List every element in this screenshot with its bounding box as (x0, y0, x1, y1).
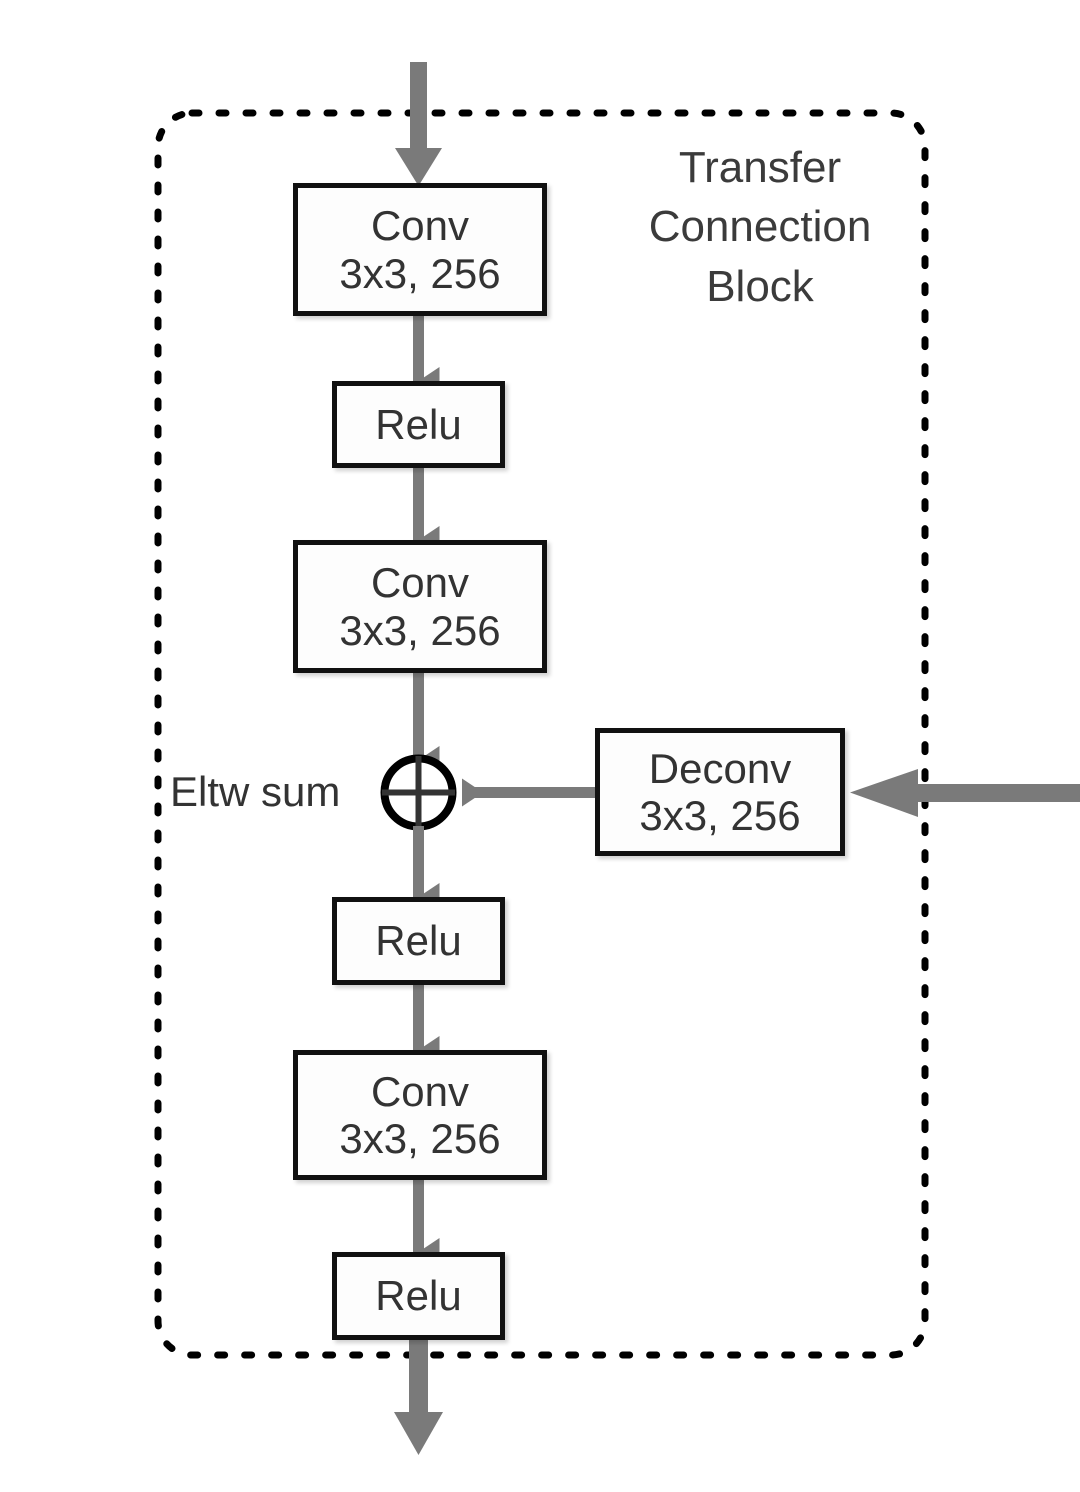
node-relu-2-line-1: Relu (375, 917, 462, 965)
block-title: Transfer Connection Block (600, 138, 920, 316)
node-relu-3[interactable]: Relu (332, 1252, 505, 1340)
node-conv-2-line-2: 3x3, 256 (339, 606, 501, 654)
eltw-sum-operator (380, 754, 457, 831)
block-title-line-1: Transfer (678, 143, 842, 192)
node-deconv-line-2: 3x3, 256 (639, 792, 801, 839)
node-conv-3[interactable]: Conv 3x3, 256 (293, 1050, 547, 1180)
node-deconv[interactable]: Deconv 3x3, 256 (595, 728, 845, 856)
node-conv-1-line-1: Conv (370, 202, 470, 250)
block-title-line-3: Block (706, 261, 814, 311)
edge-external-input-to-conv1 (395, 62, 442, 186)
node-deconv-line-1: Deconv (648, 744, 792, 792)
node-conv-3-line-1: Conv (370, 1067, 470, 1115)
node-relu-2[interactable]: Relu (332, 897, 505, 985)
block-title-line-2: Connection (648, 202, 872, 252)
node-conv-2[interactable]: Conv 3x3, 256 (293, 540, 547, 673)
transfer-connection-block-boundary (154, 109, 929, 1359)
node-conv-1-line-2: 3x3, 256 (339, 249, 501, 297)
node-relu-1-line-1: Relu (375, 400, 462, 448)
eltw-sum-label: Eltw sum (170, 768, 341, 815)
node-conv-3-line-2: 3x3, 256 (339, 1115, 501, 1162)
node-relu-1[interactable]: Relu (332, 381, 505, 468)
edge-external-input-to-deconv (850, 769, 1080, 817)
node-conv-2-line-1: Conv (370, 559, 470, 607)
node-conv-1[interactable]: Conv 3x3, 256 (293, 183, 547, 316)
edge-relu3-to-external-output (394, 1340, 443, 1455)
node-relu-3-line-1: Relu (375, 1272, 462, 1320)
